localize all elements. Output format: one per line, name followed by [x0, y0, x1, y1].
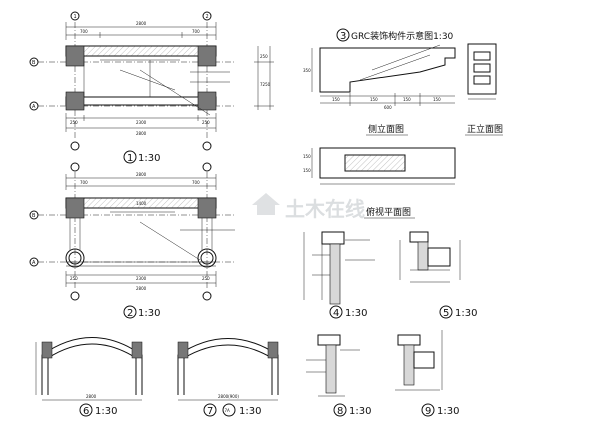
axis-a-label: A — [32, 104, 36, 110]
detail7-caption: 1:30 — [239, 406, 261, 417]
detail4-caption: 1:30 — [345, 308, 367, 319]
grc-number: 3 — [340, 31, 346, 42]
axis-b-label: B — [32, 60, 36, 66]
grc-dim-h3: 350 — [303, 68, 311, 73]
plan2-dim-top-total: 2800 — [136, 172, 147, 177]
detail8-number: 8 — [337, 406, 343, 417]
grc-dim-1: 150 — [332, 97, 340, 102]
grc-dim-h1: 150 — [303, 154, 311, 159]
watermark: 土木在线 — [252, 193, 365, 221]
plan2-dim-top-a: 700 — [80, 180, 88, 185]
plan2-number: 2 — [127, 308, 133, 319]
detail6-caption: 1:30 — [95, 406, 117, 417]
detail4-number: 4 — [333, 308, 339, 319]
plan2-dim-bottom-b: 2300 — [136, 276, 147, 281]
grc-dim-h2: 150 — [303, 168, 311, 173]
grc-component: 3 GRC装饰构件示意图1:30 150 150 150 150 600 350… — [303, 28, 503, 219]
detail6-number: 6 — [83, 406, 89, 417]
grc-dim-2: 150 — [370, 97, 378, 102]
plan1-number: 1 — [127, 153, 133, 164]
dim-top-a: 700 — [80, 29, 88, 34]
grc-dim-5: 600 — [384, 105, 392, 110]
house-logo-icon — [252, 193, 280, 215]
detail-4: 4 1:30 — [303, 231, 375, 319]
plan-2: 2800 700 700 1400 250 2300 250 2800 — [29, 162, 235, 319]
detail7-number: 7 — [207, 406, 213, 417]
grc-dim-4: 150 — [433, 97, 441, 102]
axis-1-label: 1 — [74, 14, 77, 20]
detail-9: 9 1:30 — [395, 330, 459, 417]
plan2-dim-bottom-a: 250 — [70, 276, 78, 281]
detail-7: 2800(900) 7 7A 1:30 — [177, 338, 279, 417]
detail-8: 8 1:30 — [306, 334, 371, 417]
dim-bottom-c: 250 — [202, 120, 210, 125]
axis-2-label: 2 — [206, 14, 209, 20]
detail7-span: 2800(900) — [218, 394, 239, 399]
plan1-caption: 1:30 — [138, 153, 160, 164]
detail6-span: 2800 — [86, 394, 97, 399]
grc-plan-label: 俯视平面图 — [366, 206, 411, 218]
dim-top-total: 2800 — [136, 21, 147, 26]
plan2-dim-mid: 1400 — [136, 201, 147, 206]
detail5-caption: 1:30 — [455, 308, 477, 319]
grc-side-label: 侧立面图 — [368, 123, 404, 135]
dim-right-a: 250 — [260, 54, 268, 59]
dim-bottom-total: 2800 — [136, 131, 147, 136]
plan2-axis-a: A — [32, 260, 36, 266]
dim-right-b: 7250 — [260, 82, 271, 87]
plan2-dim-bottom-c: 250 — [202, 276, 210, 281]
detail7-sub: 7A — [225, 408, 231, 413]
dim-top-b: 700 — [192, 29, 200, 34]
plan2-dim-bottom-total: 2800 — [136, 286, 147, 291]
watermark-text: 土木在线 — [285, 197, 365, 221]
detail8-caption: 1:30 — [349, 406, 371, 417]
detail-6: 2800 6 1:30 — [35, 337, 143, 417]
detail9-number: 9 — [425, 406, 431, 417]
dim-bottom-a: 250 — [70, 120, 78, 125]
plan2-dim-top-b: 700 — [192, 180, 200, 185]
plan2-caption: 1:30 — [138, 308, 160, 319]
detail-5: 5 1:30 — [399, 231, 477, 319]
grc-title: GRC装饰构件示意图1:30 — [351, 30, 454, 42]
detail9-caption: 1:30 — [437, 406, 459, 417]
detail5-number: 5 — [443, 308, 449, 319]
plan-1: 2800 700 700 250 2300 250 2800 — [29, 11, 274, 164]
dim-bottom-b: 2300 — [136, 120, 147, 125]
grc-front-label: 正立面图 — [467, 123, 503, 135]
plan2-axis-b: B — [32, 213, 36, 219]
grc-dim-3: 150 — [403, 97, 411, 102]
